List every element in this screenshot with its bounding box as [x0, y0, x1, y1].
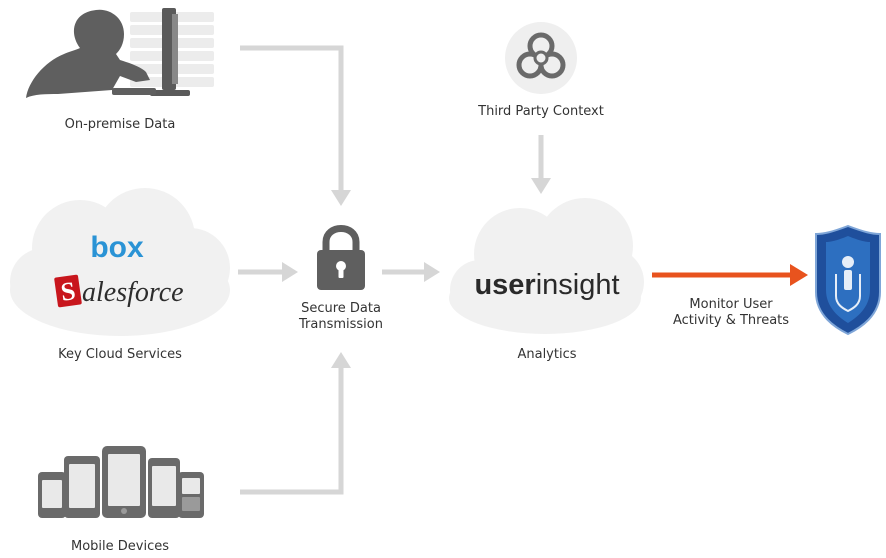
- connectors: [238, 45, 551, 495]
- monitor-activity-label: Monitor User Activity & Threats: [666, 297, 796, 329]
- biohazard-icon: [505, 22, 577, 94]
- connector-onpremise-to-hub: [240, 45, 344, 192]
- shield-icon: [815, 224, 881, 336]
- monitor-activity-line1: Monitor User: [689, 297, 773, 312]
- svg-text:S: S: [59, 276, 77, 307]
- svg-text:alesforce: alesforce: [82, 277, 184, 308]
- analytics-label: Analytics: [517, 347, 577, 362]
- third-party-context-label: Third Party Context: [478, 104, 604, 119]
- mobile-devices-label: Mobile Devices: [70, 539, 169, 554]
- connector-mobile-to-hub: [240, 366, 344, 495]
- analytics-cloud: [449, 198, 644, 334]
- cloud-services-label: Key Cloud Services: [58, 347, 182, 362]
- mobile-devices-icon: [38, 446, 204, 518]
- secure-transmission-label: Secure Data Transmission: [281, 301, 401, 333]
- cloud-services-cloud: [10, 188, 230, 336]
- arrowhead-analytics: [424, 262, 440, 282]
- box-logo: box: [90, 231, 144, 264]
- monitor-activity-line2: Activity & Threats: [672, 313, 790, 328]
- arrowhead-mobile: [331, 352, 351, 368]
- user-silhouette-icon: [26, 9, 156, 98]
- secure-transmission-line2: Transmission: [299, 317, 383, 332]
- arrowhead-cloud: [282, 262, 298, 282]
- output-arrow: [652, 264, 808, 286]
- arrowhead-onpremise: [331, 190, 351, 206]
- salesforce-logo: S alesforce: [54, 274, 184, 308]
- on-premise-label: On-premise Data: [64, 117, 176, 132]
- monitor-icon: [150, 8, 190, 96]
- lock-icon: [317, 225, 365, 290]
- secure-transmission-line1: Secure Data: [301, 301, 381, 316]
- on-premise-illustration: [26, 8, 214, 98]
- arrowhead-context: [531, 178, 551, 194]
- userinsight-logo: userinsight: [474, 269, 619, 301]
